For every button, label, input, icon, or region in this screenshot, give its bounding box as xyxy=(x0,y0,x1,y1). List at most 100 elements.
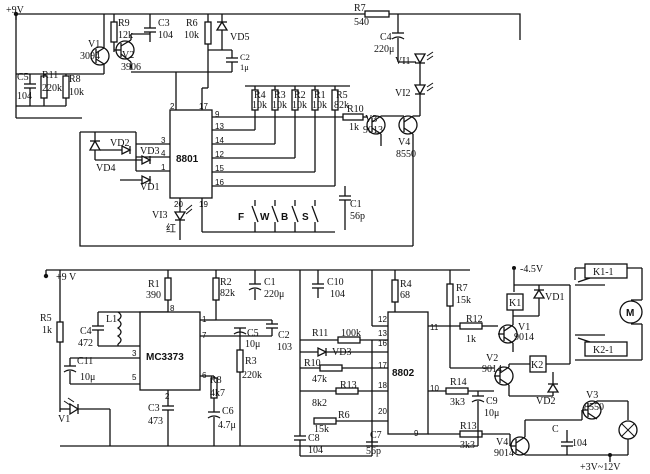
ic-8802 xyxy=(387,311,429,435)
diode-vd3 xyxy=(317,346,328,358)
v2-ref: V2 xyxy=(122,50,134,61)
led-vi2 xyxy=(413,84,427,96)
key-b-label: B xyxy=(281,212,288,223)
diode-vd4 xyxy=(88,139,102,151)
c1-val: 56p xyxy=(350,211,365,222)
k1-1-label: K1-1 xyxy=(593,267,614,278)
r2b-ref: R2 xyxy=(220,277,232,288)
led-vi1 xyxy=(413,53,427,65)
pin-label: 4 xyxy=(161,149,166,158)
resistor-r6 xyxy=(204,21,212,45)
r13b-val: 8k2 xyxy=(312,398,327,409)
ic-mc3373 xyxy=(139,311,201,391)
v4-ref: V4 xyxy=(398,137,410,148)
vi2-label: VI2 xyxy=(395,88,411,99)
top-ground-rail xyxy=(79,240,413,247)
vd5-label: VD5 xyxy=(230,32,249,43)
relay-switch-k2-1 xyxy=(584,341,628,357)
c3-ref: C3 xyxy=(158,18,170,29)
resistor-r11 xyxy=(337,336,361,344)
pin-label: 5 xyxy=(132,373,137,382)
vd4-label: VD4 xyxy=(96,163,115,174)
key-w: W xyxy=(260,200,279,232)
r6b-val: 15k xyxy=(314,424,329,435)
r8-val: 10k xyxy=(69,87,84,98)
ic-8802-label: 8802 xyxy=(392,368,415,379)
v4-val: 8550 xyxy=(396,149,416,160)
r5-ref: R5 xyxy=(336,90,348,101)
ir-led-vi3 xyxy=(173,211,187,222)
neg-supply-label: -4.5V xyxy=(520,264,544,275)
c10-val: 104 xyxy=(330,289,345,300)
r11b-ref: R11 xyxy=(312,328,328,339)
c6-val: 4.7μ xyxy=(218,420,236,431)
c2-ref: C2 xyxy=(240,52,250,62)
ic-8801 xyxy=(169,109,213,199)
c1b-ref: C1 xyxy=(264,277,276,288)
v2b-ref: V2 xyxy=(486,353,498,364)
r7-ref: R7 xyxy=(354,3,366,14)
v1-photo-label: V1 xyxy=(58,414,70,425)
c4-val: 220μ xyxy=(374,44,394,55)
r1b-val: 390 xyxy=(146,290,161,301)
c11-val: 10μ xyxy=(80,372,95,383)
r5b-val: 1k xyxy=(42,325,52,336)
pin-label: 3 xyxy=(132,349,137,358)
resistor-r2 xyxy=(212,277,220,301)
pin-label: 20 xyxy=(378,407,387,416)
r7b-val: 68 xyxy=(400,290,410,301)
resistor-r5 xyxy=(56,321,64,343)
r6-val: 10k xyxy=(184,30,199,41)
c-out-ref: C xyxy=(552,424,559,435)
vd2b-label: VD2 xyxy=(536,396,555,407)
r9-val: 12k xyxy=(118,30,133,41)
pin-label: 9 xyxy=(414,429,419,438)
pin-label: 9 xyxy=(215,110,220,119)
vi1-label: VI1 xyxy=(395,56,411,67)
c1b-val: 220μ xyxy=(264,289,284,300)
r7-val: 540 xyxy=(354,17,369,28)
r11-val: 220k xyxy=(42,83,62,94)
pin-label: 11 xyxy=(430,323,439,332)
c2b-ref: C2 xyxy=(278,330,290,341)
r4-ref: R4 xyxy=(254,90,266,101)
r3-val: 10k xyxy=(272,100,287,111)
v1b-val: 9014 xyxy=(514,332,534,343)
c4b-ref: C4 xyxy=(80,326,92,337)
r1b-ref: R1 xyxy=(148,279,160,290)
pin-label: 15 xyxy=(215,164,224,173)
r14-val: 3k3 xyxy=(450,397,465,408)
pin-label: 19 xyxy=(199,200,208,209)
k1-label: K1 xyxy=(509,298,521,309)
r5b-ref: R5 xyxy=(40,313,52,324)
r5-val: 82k xyxy=(334,100,349,111)
c8-val: 104 xyxy=(308,445,323,456)
receiver-section: +9 V R1 390 R2 82k C1 220μ C10 104 R4 68… xyxy=(40,263,643,473)
c8-ref: C8 xyxy=(308,433,320,444)
c1-ref: C1 xyxy=(350,199,362,210)
top-supply-rail xyxy=(15,13,521,40)
vi3-label: VI3 xyxy=(152,210,168,221)
r12b-val: 1k xyxy=(466,334,476,345)
v2-val: 3906 xyxy=(121,62,141,73)
pin-label: 2 xyxy=(170,102,175,111)
capacitor-plate-curved xyxy=(391,36,405,40)
k2-label: K2 xyxy=(531,360,543,371)
c5-ref: C5 xyxy=(17,72,29,83)
r11-ref: R11 xyxy=(42,70,58,81)
c5b-val: 10μ xyxy=(245,339,260,350)
vd1-label: VD1 xyxy=(140,182,159,193)
key-s: S xyxy=(302,200,319,232)
c-out-val: 104 xyxy=(572,438,587,449)
r6b-ref: R6 xyxy=(338,410,350,421)
resistor-r7 xyxy=(391,279,399,303)
vd1b-label: VD1 xyxy=(545,292,564,303)
resistor-r10 xyxy=(319,364,343,372)
r3b-ref: R3 xyxy=(245,356,257,367)
r4b-ref: R8 xyxy=(210,375,222,386)
r13b-ref: R13 xyxy=(340,380,357,391)
v1b-ref: V1 xyxy=(518,322,530,333)
pin-label: 20 xyxy=(174,200,183,209)
c9-ref: C9 xyxy=(486,396,498,407)
